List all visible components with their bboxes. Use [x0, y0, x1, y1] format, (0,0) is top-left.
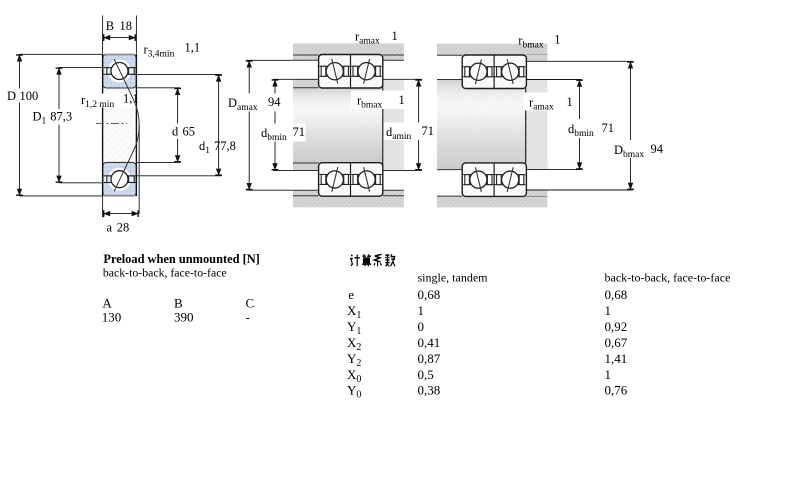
svg-text:0,67: 0,67	[605, 335, 628, 350]
svg-text:A: A	[102, 296, 112, 311]
svg-text:back-to-back, face-to-face: back-to-back, face-to-face	[605, 271, 731, 285]
svg-text:0,68: 0,68	[605, 287, 628, 302]
svg-text:1,41: 1,41	[605, 351, 628, 366]
svg-text:0,68: 0,68	[418, 287, 441, 302]
svg-text:1: 1	[392, 29, 398, 43]
svg-text:1,1: 1,1	[185, 41, 201, 55]
svg-text:back-to-back, face-to-face: back-to-back, face-to-face	[103, 265, 227, 279]
svg-text:1: 1	[605, 367, 612, 382]
svg-text:B: B	[106, 19, 114, 33]
svg-text:1: 1	[418, 303, 425, 318]
svg-text:65: 65	[183, 125, 196, 139]
svg-text:0,76: 0,76	[605, 383, 628, 398]
svg-text:94: 94	[268, 95, 281, 109]
svg-text:single, tandem: single, tandem	[418, 271, 489, 285]
svg-text:0,41: 0,41	[418, 335, 441, 350]
svg-text:a: a	[107, 221, 113, 235]
svg-text:D: D	[7, 89, 16, 103]
svg-text:100: 100	[20, 89, 39, 103]
svg-text:d: d	[172, 125, 179, 139]
svg-text:18: 18	[120, 19, 133, 33]
svg-text:0,38: 0,38	[418, 383, 441, 398]
svg-text:0,87: 0,87	[418, 351, 441, 366]
svg-text:94: 94	[651, 142, 664, 156]
svg-text:C: C	[246, 296, 255, 311]
svg-text:130: 130	[102, 310, 122, 325]
svg-text:1: 1	[567, 95, 573, 109]
svg-text:28: 28	[117, 221, 130, 235]
svg-text:1: 1	[605, 303, 612, 318]
svg-text:0: 0	[418, 319, 425, 334]
svg-text:390: 390	[174, 310, 194, 325]
svg-text:1: 1	[399, 93, 405, 107]
svg-text:-: -	[246, 310, 250, 325]
svg-text:1: 1	[554, 33, 560, 47]
svg-text:Preload when unmounted [N]: Preload when unmounted [N]	[103, 252, 259, 266]
svg-text:B: B	[174, 296, 183, 311]
svg-text:71: 71	[293, 125, 306, 139]
svg-text:e: e	[348, 287, 354, 302]
svg-text:71: 71	[602, 121, 615, 135]
svg-text:71: 71	[422, 124, 435, 138]
svg-text:0,92: 0,92	[605, 319, 628, 334]
svg-text:0,5: 0,5	[418, 367, 434, 382]
